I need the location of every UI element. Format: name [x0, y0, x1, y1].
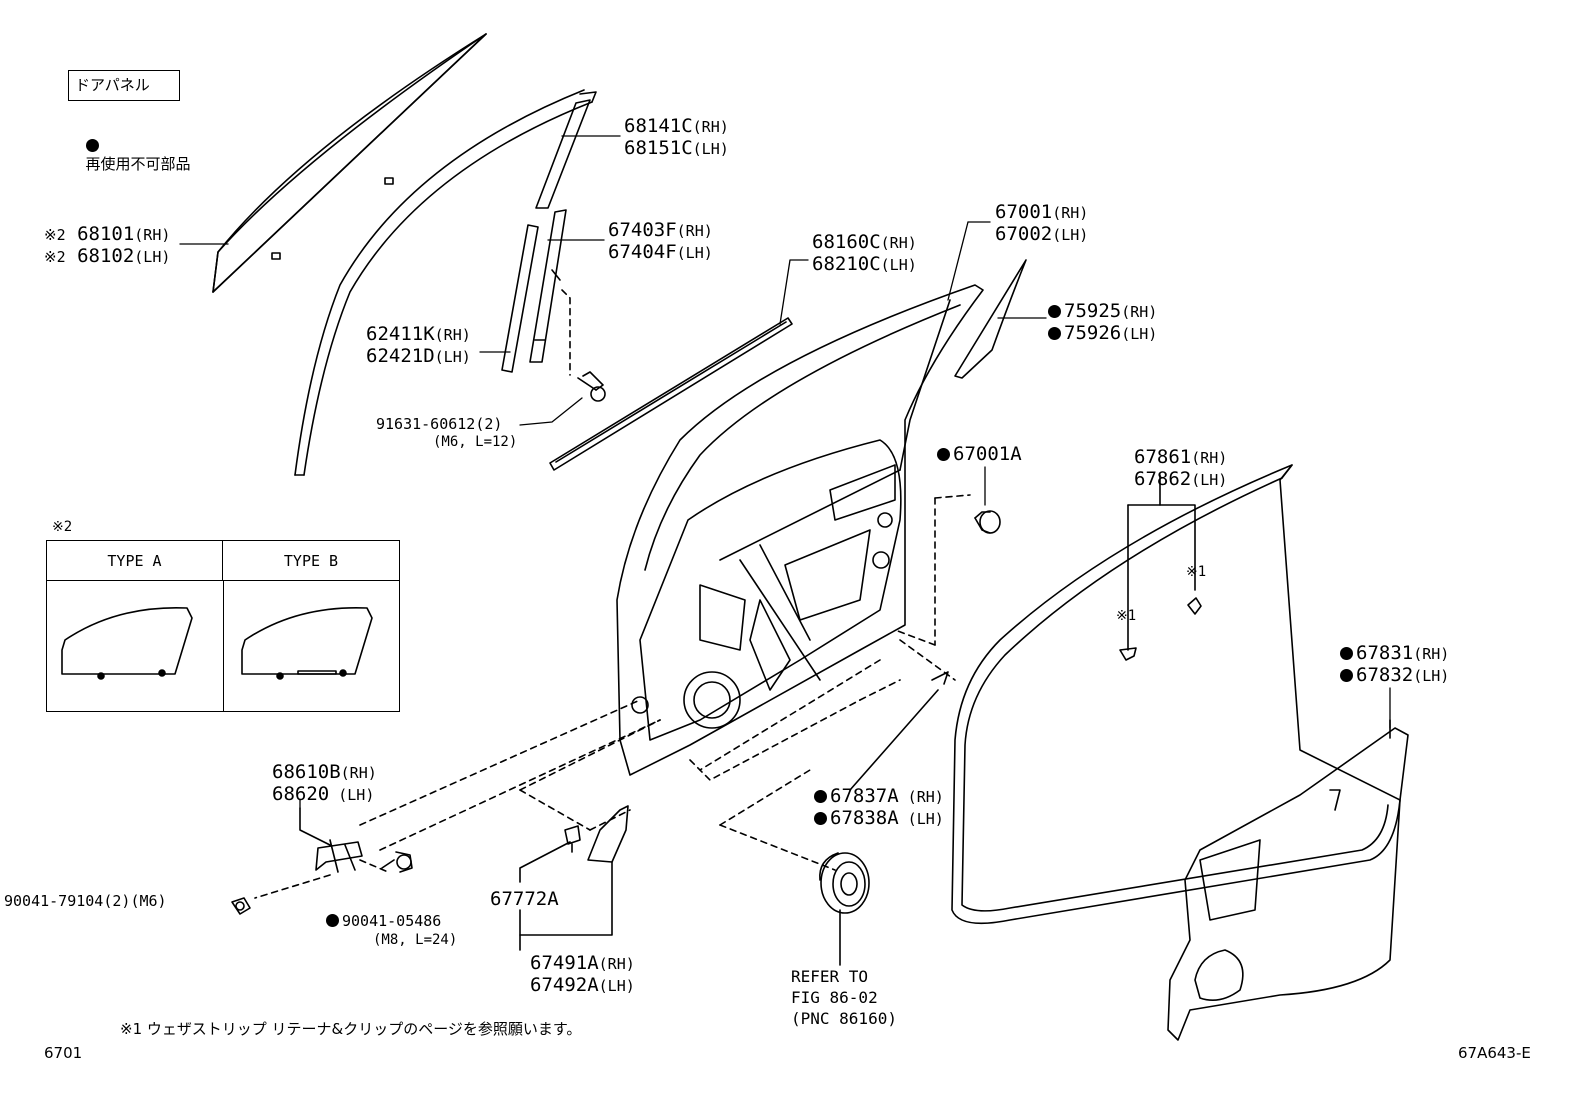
type-table-divider — [223, 581, 224, 711]
non-reusable-dot-icon — [85, 139, 99, 152]
non-reusable-dot-icon — [1048, 327, 1061, 340]
part-75925: 75925(RH) 75926(LH) — [1048, 301, 1157, 345]
belt-moulding — [549, 317, 793, 471]
part-67001a: 67001A — [937, 444, 1022, 465]
part-62411k: 62411K(RH) 62421D(LH) — [366, 323, 471, 367]
clip-and-garnish — [519, 719, 661, 951]
retainer-ref-mark-2: ※1 — [1116, 608, 1137, 624]
door-trim-board — [1167, 719, 1409, 1041]
part-68160c: 68160C(RH) 68210C(LH) — [812, 231, 917, 275]
non-reusable-dot-icon — [1340, 669, 1353, 682]
part-67491a: 67491A(RH) 67492A(LH) — [530, 952, 635, 996]
part-67831: 67831(RH) 67832(LH) — [1340, 643, 1449, 687]
non-reusable-dot-icon — [326, 914, 339, 927]
footnote: ※1 ウェザストリップ リテーナ&クリップのページを参照願います。 — [120, 1020, 582, 1038]
service-hole-cover-seal — [699, 639, 956, 791]
legend-note-text: 再使用不可部品 — [85, 155, 191, 173]
page-code: 6701 — [44, 1044, 83, 1062]
glass-run-channel — [294, 89, 597, 476]
door-glass — [212, 33, 487, 293]
nut-90041-79104 — [231, 897, 251, 915]
type-a-glass — [61, 606, 193, 680]
door-weatherstrip — [951, 464, 1401, 925]
part-68141c: 68141C(RH) 68151C(LH) — [624, 115, 729, 159]
part-67837a: 67837A (RH) 67838A (LH) — [814, 786, 944, 830]
part-67772a: 67772A — [490, 888, 559, 910]
type-table-marker: ※2 — [52, 519, 73, 535]
non-reusable-dot-icon — [1048, 305, 1061, 318]
type-a-header: TYPE A — [47, 541, 223, 581]
label-leaders — [179, 135, 1391, 809]
hole-plug-67001a — [894, 494, 1001, 646]
front-lower-channel — [501, 224, 539, 373]
figure-id: 67A643-E — [1458, 1044, 1531, 1062]
non-reusable-dot-icon — [814, 790, 827, 803]
non-reusable-dot-icon — [937, 448, 950, 461]
type-b-glass — [241, 606, 373, 680]
door-check-hinge — [254, 699, 661, 899]
part-67001: 67001(RH) 67002(LH) — [995, 201, 1089, 245]
bolt-91631 — [561, 289, 606, 402]
speaker-reference: REFER TO FIG 86-02 (PNC 86160) — [791, 967, 897, 1028]
non-reusable-dot-icon — [814, 812, 827, 825]
bolt-90041-05486 — [381, 851, 413, 873]
part-91631-spec: (M6, L=12) — [433, 434, 518, 450]
rear-lower-channel — [529, 209, 567, 363]
retainer-ref-mark-1: ※1 — [1186, 564, 1207, 580]
non-reusable-dot-icon — [1340, 647, 1353, 660]
pillar-garnish — [954, 259, 1027, 379]
door-panel — [616, 284, 984, 776]
part-90041-79104: 90041-79104(2)(M6) — [4, 892, 167, 910]
part-68101: ※2 68101(RH) ※2 68102(LH) — [44, 223, 171, 267]
part-67403f: 67403F(RH) 67404F(LH) — [608, 219, 713, 263]
legend-title-box: ドアパネル — [68, 70, 180, 101]
type-b-header: TYPE B — [223, 541, 399, 581]
part-68610b: 68610B(RH) 68620 (LH) — [272, 761, 377, 805]
type-table: TYPE A TYPE B — [46, 540, 400, 712]
part-90041-05486: 90041-05486 — [326, 911, 441, 932]
part-67861: 67861(RH) 67862(LH) — [1134, 446, 1228, 490]
division-bar-stripe — [535, 99, 591, 209]
part-91631: 91631-60612(2) — [376, 415, 503, 433]
assembly-leader-lines — [689, 679, 901, 781]
speaker — [719, 769, 870, 966]
legend-title: ドアパネル — [75, 76, 150, 94]
part-90041-05486-spec: (M8, L=24) — [373, 932, 458, 948]
legend-note: 再使用不可部品 — [76, 119, 191, 173]
